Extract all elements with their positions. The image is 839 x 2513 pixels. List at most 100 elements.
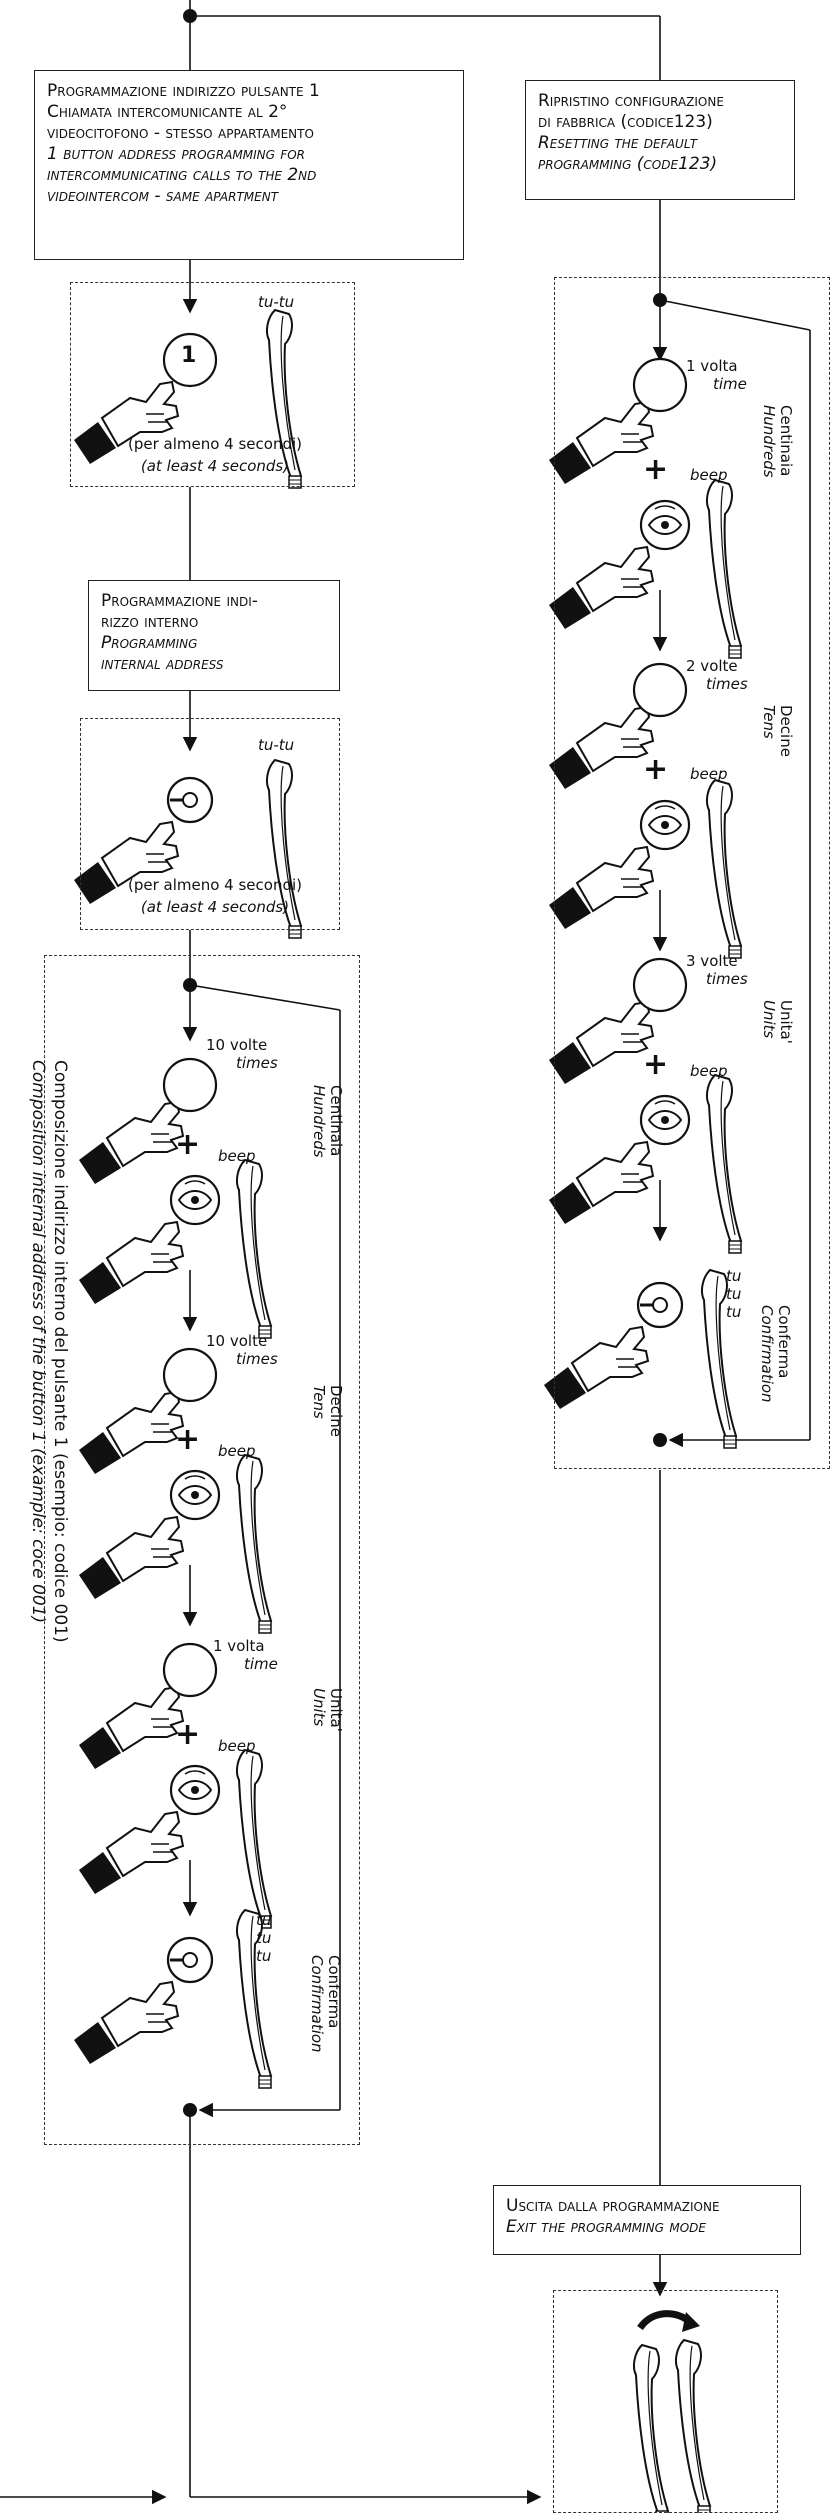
right-tu-1: tu (726, 1267, 742, 1285)
right-hundreds-time: time (713, 375, 747, 393)
right-tens-en: Tens (760, 705, 778, 739)
composition-en: Composition internal address of the butt… (28, 1060, 48, 1624)
left-tu-1: tu (256, 1911, 272, 1929)
tutu-label-2: tu-tu (258, 736, 295, 754)
left-sequence-icons (73, 1057, 272, 2089)
left-confirm-label: Conferma Confirmation (308, 1955, 343, 2053)
right-units-it: Unita' (777, 1000, 795, 1044)
button-1-icon (162, 332, 218, 388)
right-hundreds-en: Hundreds (760, 405, 778, 478)
right-hundreds-label: Centinaia Hundreds (760, 405, 795, 478)
right-beep-3: beep (690, 1062, 728, 1080)
loop-start-dot (183, 978, 197, 992)
left-tens-label: Decine Tens (310, 1385, 345, 1437)
left-units-it: Unita' (327, 1688, 345, 1732)
box-internal-line1: Programmazione indi- (101, 591, 258, 611)
right-units-count: 3 volte (686, 952, 738, 970)
composition-vertical-text-en: Composition internal address of the butt… (28, 1060, 48, 1623)
hold-text-en-2: (at least 4 seconds) (140, 898, 290, 916)
hang-up-illustration (633, 2310, 711, 2513)
box-button-address-programming: Programmazione indirizzo pulsante 1 Chia… (34, 70, 464, 260)
button-1-digit: 1 (181, 343, 197, 368)
left-beep-2: beep (218, 1442, 256, 1460)
left-hundreds-it: Centinaia (327, 1085, 345, 1157)
button-1-press-illustration (73, 309, 302, 489)
step-hang-up (553, 2290, 778, 2513)
connector-lines (0, 0, 668, 2505)
left-plus-3: + (175, 1717, 201, 1752)
right-tu-3: tu (726, 1303, 742, 1321)
left-units-label: Unita' Units (310, 1688, 345, 1732)
left-tens-count: 10 volte (206, 1332, 268, 1350)
right-plus-2: + (643, 752, 669, 787)
left-units-count: 1 volta (213, 1637, 265, 1655)
box-exit-line2: Exit the programming mode (506, 2217, 706, 2237)
tutu-label-1: tu-tu (258, 293, 295, 311)
loop-end-dot (183, 2103, 197, 2117)
step-press-key-button (80, 718, 340, 930)
box-left-line5: intercommunicating calls to the 2nd (47, 165, 317, 185)
left-tens-it: Decine (327, 1385, 345, 1437)
composition-vertical-text: Composizione indirizzo interno del pulsa… (50, 1060, 70, 1643)
right-loop-start-dot (653, 293, 667, 307)
right-tens-label: Decine Tens (760, 705, 795, 757)
box-left-line1: Programmazione indirizzo pulsante 1 (47, 81, 320, 101)
left-hundreds-en: Hundreds (310, 1085, 328, 1158)
box-reset-default-programming: Ripristino configurazione di fabbrica (c… (525, 80, 795, 200)
right-tens-times: times (706, 675, 748, 693)
right-tens-count: 2 volte (686, 657, 738, 675)
box-right-line3: Resetting the default (538, 133, 698, 153)
right-units-times: times (706, 970, 748, 988)
hold-text-it-2: (per almeno 4 secondi) (127, 876, 303, 894)
right-beep-1: beep (690, 466, 728, 484)
right-plus-3: + (643, 1047, 669, 1082)
hold-text-en-1: (at least 4 seconds) (140, 457, 290, 475)
left-units-en: Units (310, 1688, 328, 1727)
box-internal-line4: internal address (101, 654, 224, 674)
right-loop (652, 299, 811, 1448)
box-left-line4: 1 button address programming for (47, 144, 306, 164)
right-confirm-en: Confirmation (758, 1305, 776, 1403)
left-confirm-it: Conferma (325, 1955, 343, 2029)
right-tens-it: Decine (777, 705, 795, 757)
left-hundreds-times: times (236, 1054, 278, 1072)
right-sequence-icons (543, 357, 742, 1449)
right-units-label: Unita' Units (760, 1000, 795, 1044)
box-right-line1: Ripristino configurazione (538, 91, 724, 111)
left-hundreds-label: Centinaia Hundreds (310, 1085, 345, 1158)
left-beep-3: beep (218, 1737, 256, 1755)
right-units-en: Units (760, 1000, 778, 1039)
left-beep-1: beep (218, 1147, 256, 1165)
composition-it: Composizione indirizzo interno del pulsa… (50, 1060, 70, 1643)
step-press-button-1 (70, 282, 355, 487)
box-internal-address: Programmazione indi- rizzo interno Progr… (88, 580, 340, 691)
box-left-line3: videocitofono - stesso appartamento (47, 123, 314, 143)
left-units-time: time (244, 1655, 278, 1673)
left-plus-1: + (175, 1127, 201, 1162)
box-left-line6: videointercom - same apartment (47, 186, 279, 206)
right-tu-2: tu (726, 1285, 742, 1303)
box-internal-line2: rizzo interno (101, 612, 199, 632)
right-confirm-it: Conferma (775, 1305, 793, 1379)
box-right-line2: di fabbrica (codice123) (538, 112, 713, 132)
box-left-line2: Chiamata intercomunicante al 2° (47, 102, 288, 122)
right-hundreds-it: Centinaia (777, 405, 795, 477)
box-right-line4: programming (code123) (538, 154, 718, 174)
left-tu-3: tu (256, 1947, 272, 1965)
box-exit-line1: Uscita dalla programmazione (506, 2196, 720, 2216)
left-tens-en: Tens (310, 1385, 328, 1419)
left-plus-2: + (175, 1422, 201, 1457)
right-hundreds-count: 1 volta (686, 357, 738, 375)
reset-sequence-region (554, 277, 830, 1469)
right-beep-2: beep (690, 765, 728, 783)
composition-region (44, 955, 360, 2145)
left-hundreds-count: 10 volte (206, 1036, 268, 1054)
right-plus-1: + (643, 452, 669, 487)
box-internal-line3: Programming (101, 633, 198, 653)
left-tu-2: tu (256, 1929, 272, 1947)
hold-text-it-1: (per almeno 4 secondi) (127, 435, 303, 453)
junction-dot (183, 9, 197, 23)
box-exit-programming: Uscita dalla programmazione Exit the pro… (493, 2185, 801, 2255)
right-loop-end-dot (653, 1433, 667, 1447)
